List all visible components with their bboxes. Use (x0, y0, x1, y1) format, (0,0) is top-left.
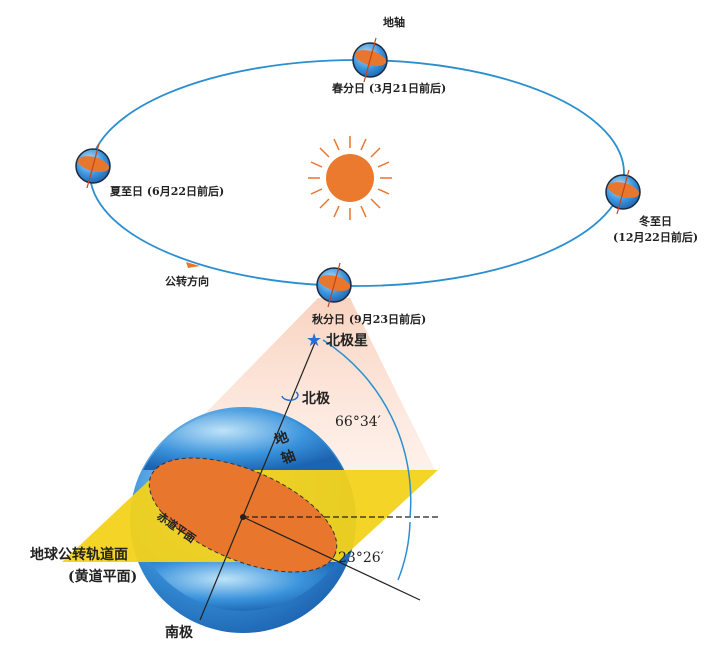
earth-summer (75, 143, 112, 189)
direction-label: 公转方向 (165, 275, 209, 288)
spring-label: 春分日 (3月21日前后) (332, 82, 447, 95)
rotation-arrow-icon (281, 391, 299, 401)
winter-label: 冬至日(12月22日前后) (613, 215, 699, 244)
south-pole-label: 南极 (165, 625, 193, 641)
north-pole-label: 北极 (302, 391, 330, 407)
earth-axis-line (199, 339, 317, 621)
angle-bottom-label: 23°26′ (338, 550, 384, 566)
angle-top-label: 66°34′ (335, 414, 381, 430)
direction-arrow-icon (186, 262, 200, 268)
polaris-label: 北极星 (326, 333, 368, 349)
sun-icon (308, 136, 392, 220)
star-icon: ★ (306, 330, 322, 351)
summer-label: 夏至日 (6月22日前后) (110, 185, 225, 198)
earth-spring (352, 37, 389, 83)
orbit-plane-label: 地球公转轨道面 (30, 547, 128, 563)
ecliptic-plane-label: (黄道平面) (68, 569, 138, 585)
autumn-label: 秋分日 (9月23日前后) (312, 313, 427, 326)
axis-label: 地轴 (383, 16, 405, 29)
